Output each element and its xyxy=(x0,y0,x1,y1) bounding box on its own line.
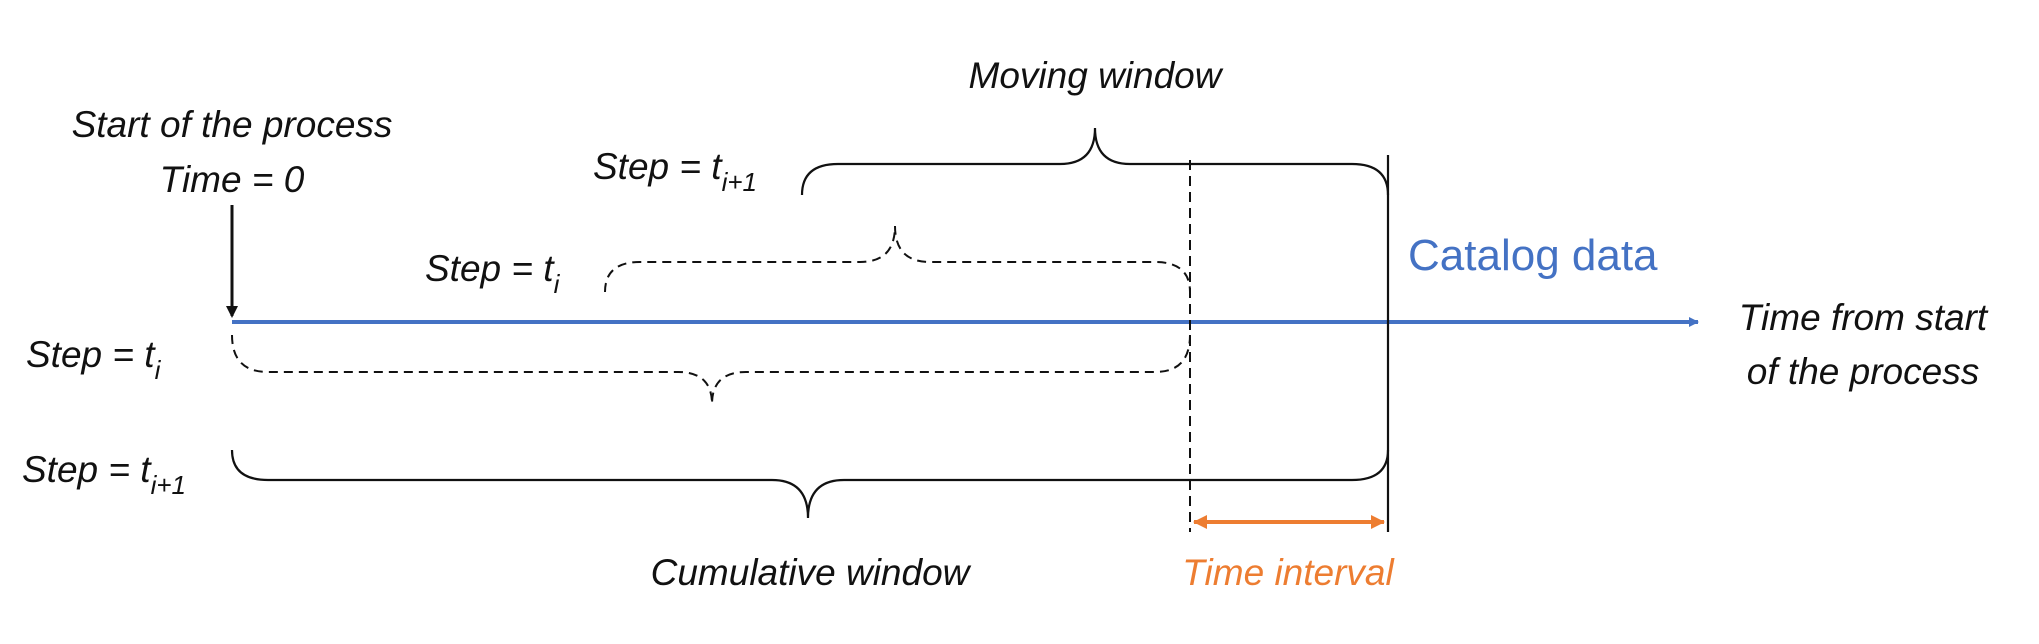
axis-label-line2: of the process xyxy=(1747,351,1979,392)
cumulative-window-brace-step-i1 xyxy=(230,449,1390,519)
step-label-moving-i: Step = ti xyxy=(425,248,561,299)
time-interval-label: Time interval xyxy=(1182,552,1395,593)
time-zero-label: Time = 0 xyxy=(160,159,305,200)
catalog-data-label: Catalog data xyxy=(1408,231,1658,280)
cumulative-window-brace-step-i xyxy=(231,334,1191,405)
moving-window-brace-step-i xyxy=(604,225,1191,293)
step-label-cumulative-i: Step = ti xyxy=(26,334,162,385)
moving-window-label: Moving window xyxy=(969,55,1224,96)
axis-label-line1: Time from start xyxy=(1739,297,1989,338)
moving-window-brace-step-i1 xyxy=(800,127,1390,196)
step-label-cumulative-i1: Step = ti+1 xyxy=(22,449,186,500)
step-label-moving-i1: Step = ti+1 xyxy=(593,146,757,197)
start-of-process-label: Start of the process xyxy=(72,104,393,145)
cumulative-window-label: Cumulative window xyxy=(651,552,972,593)
